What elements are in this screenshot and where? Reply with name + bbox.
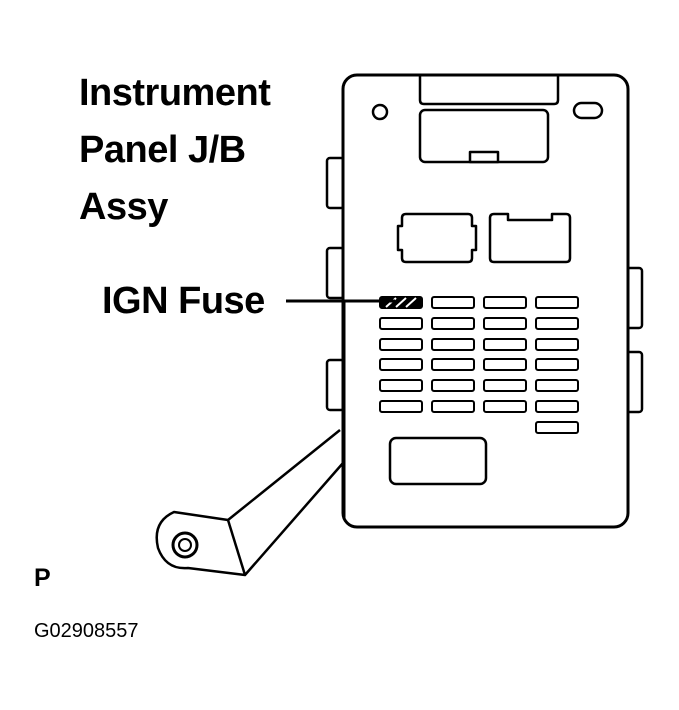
fuse-slot bbox=[483, 400, 527, 413]
fuse-slot bbox=[379, 400, 423, 413]
fuse-slot bbox=[431, 400, 475, 413]
left-connector bbox=[396, 212, 478, 264]
right-connector bbox=[488, 212, 572, 264]
fuse-slot bbox=[483, 358, 527, 371]
mounting-bracket bbox=[155, 429, 351, 577]
fuse-slot bbox=[535, 317, 579, 330]
fuse-slot bbox=[431, 379, 475, 392]
fuse-slot bbox=[535, 338, 579, 351]
fuse-slot bbox=[535, 400, 579, 413]
fuse-slot bbox=[379, 317, 423, 330]
fuse-slot bbox=[379, 358, 423, 371]
fuse-slot bbox=[535, 296, 579, 309]
fuse-slot bbox=[379, 338, 423, 351]
fuse-slot bbox=[431, 317, 475, 330]
view-letter: P bbox=[34, 564, 51, 592]
fuse-slot bbox=[483, 296, 527, 309]
fuse-slot bbox=[483, 338, 527, 351]
fuse-slot bbox=[431, 358, 475, 371]
fuse-slot bbox=[483, 379, 527, 392]
figure-code: G02908557 bbox=[34, 620, 139, 642]
bracket-bolt-hole bbox=[171, 531, 199, 559]
mounting-hole bbox=[371, 103, 389, 121]
side-tabs bbox=[325, 156, 644, 414]
fuse-slot bbox=[483, 317, 527, 330]
title-line-3: Assy bbox=[79, 186, 168, 228]
fuse-slot bbox=[431, 338, 475, 351]
fuse-grid bbox=[379, 296, 579, 434]
title-line-2: Panel J/B bbox=[79, 129, 246, 171]
fuse-slot bbox=[535, 421, 579, 434]
ign-fuse-callout: IGN Fuse bbox=[102, 280, 265, 322]
fuse-slot bbox=[431, 296, 475, 309]
fuse-slot bbox=[535, 358, 579, 371]
mounting-slot bbox=[572, 101, 604, 120]
fuse-slot bbox=[379, 379, 423, 392]
fuse-slot bbox=[535, 379, 579, 392]
bottom-connector bbox=[388, 436, 488, 486]
title-line-1: Instrument bbox=[79, 72, 271, 114]
